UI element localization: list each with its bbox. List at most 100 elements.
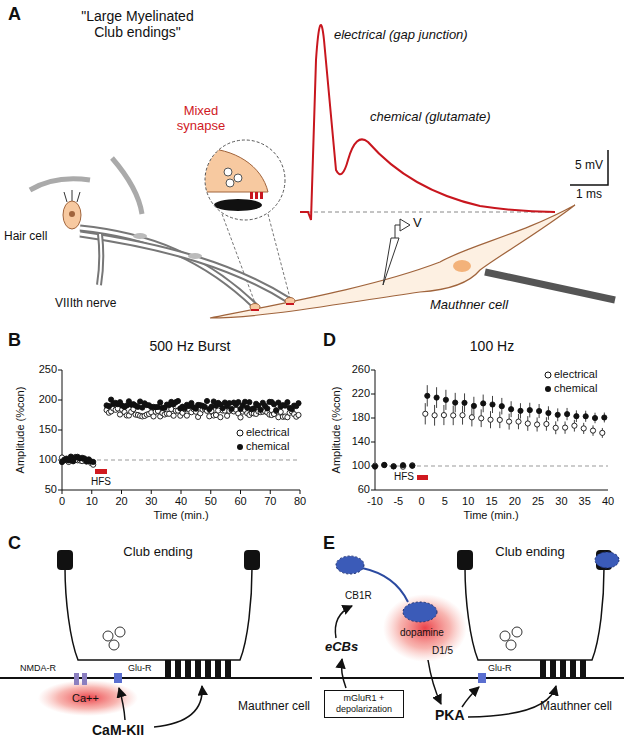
- data-point: [451, 413, 456, 418]
- data-point: [509, 407, 514, 412]
- arrow: [335, 606, 352, 638]
- scale-label: 5 mV: [575, 159, 603, 173]
- data-point: [432, 413, 437, 418]
- tick-label: 100: [352, 459, 370, 472]
- nerve-stub: [99, 234, 101, 285]
- panel-letter: E: [323, 533, 335, 554]
- vesicle: [224, 168, 232, 176]
- data-point: [460, 413, 465, 418]
- data-point: [471, 403, 476, 408]
- data-point: [238, 415, 243, 420]
- hair-bundle: [77, 192, 80, 202]
- legend-marker: [545, 386, 551, 392]
- nucleus: [453, 260, 471, 272]
- gap-junction: [251, 309, 259, 311]
- tick-label: 25: [532, 495, 544, 508]
- tick-marks: [371, 370, 375, 490]
- tick-label: 140: [352, 435, 370, 448]
- electrode: [383, 238, 399, 285]
- data-point: [382, 462, 387, 467]
- receptor-label: NMDA-R: [20, 663, 56, 673]
- data-point: [565, 412, 570, 417]
- inset-ground: [200, 135, 290, 225]
- data-point: [527, 408, 532, 413]
- axis-title: Amplitude (%con): [330, 387, 343, 474]
- tick-label: 50: [45, 483, 57, 496]
- mauthner-membrane: [320, 677, 624, 679]
- tick-label: 60: [234, 495, 246, 508]
- panel-letter: A: [8, 4, 21, 25]
- panel-letter: C: [8, 533, 21, 554]
- data-point: [600, 430, 605, 435]
- inset-circle: [205, 140, 285, 220]
- schwann-cell: [133, 233, 147, 239]
- vesicle: [506, 640, 516, 650]
- tick-label: 0: [59, 495, 65, 508]
- data-point: [258, 407, 263, 412]
- tick-label: 50: [205, 495, 217, 508]
- data-point: [184, 413, 189, 418]
- arrow: [342, 659, 347, 688]
- tick-marks: [62, 490, 300, 494]
- data-point: [175, 398, 180, 403]
- data-point: [546, 410, 551, 415]
- data-point: [296, 401, 301, 406]
- arrow: [462, 687, 479, 707]
- data-point: [590, 428, 595, 433]
- title-text: "Large Myelinated Club endings": [70, 8, 205, 40]
- chart-title: 500 Hz Burst: [150, 338, 231, 354]
- control-line: [62, 460, 300, 461]
- chart-title: 100 Hz: [470, 338, 514, 354]
- tick-label: 20: [115, 495, 127, 508]
- axis-title: Time (min.): [153, 509, 208, 522]
- arrow: [154, 686, 202, 727]
- vesicle: [109, 640, 119, 650]
- tick-marks: [58, 370, 62, 490]
- data-point: [516, 419, 521, 424]
- tick-label: 20: [509, 495, 521, 508]
- legend-text: chemical: [246, 440, 289, 453]
- data-point: [158, 400, 163, 405]
- scale-label: 1 ms: [576, 188, 602, 202]
- data-point: [507, 419, 512, 424]
- tick-label: 220: [352, 387, 370, 400]
- vesicle: [234, 174, 242, 182]
- enzyme-label: PKA: [435, 707, 465, 723]
- club-terminal: [200, 148, 268, 192]
- tick-label: 0: [419, 495, 425, 508]
- tick-label: 30: [145, 495, 157, 508]
- data-point: [171, 413, 176, 418]
- gap-junctions: [540, 660, 586, 678]
- tick-label: 60: [358, 483, 370, 496]
- box-text: mGluR1 + depolarization: [336, 693, 392, 714]
- trace-label: chemical (glutamate): [370, 110, 491, 125]
- nucleus: [69, 211, 75, 217]
- myelin: [244, 550, 260, 570]
- data-point: [499, 404, 504, 409]
- gap-junction: [286, 303, 294, 305]
- amplifier-symbol: [395, 219, 410, 231]
- tick-label: 100: [39, 453, 57, 466]
- tick-label: 70: [264, 495, 276, 508]
- tick-label: 30: [555, 495, 567, 508]
- tick-label: 40: [175, 495, 187, 508]
- axis-title: Time (min.): [463, 509, 518, 522]
- data-point: [518, 408, 523, 413]
- data-point: [391, 464, 396, 469]
- data-point: [265, 406, 270, 411]
- tick-label: 10: [462, 495, 474, 508]
- tick-label: 260: [352, 363, 370, 376]
- hair-cell: [63, 201, 81, 229]
- nerve-stub: [99, 234, 101, 285]
- tick-label: 80: [294, 495, 306, 508]
- data-point: [574, 414, 579, 419]
- legend-text: electrical: [246, 426, 289, 439]
- club-ending: [465, 568, 604, 660]
- data-point: [481, 401, 486, 406]
- data-point: [581, 426, 586, 431]
- tick-label: -10: [367, 495, 383, 508]
- baseline: [300, 212, 555, 213]
- gap-junction: [250, 192, 253, 199]
- data-point: [274, 408, 279, 413]
